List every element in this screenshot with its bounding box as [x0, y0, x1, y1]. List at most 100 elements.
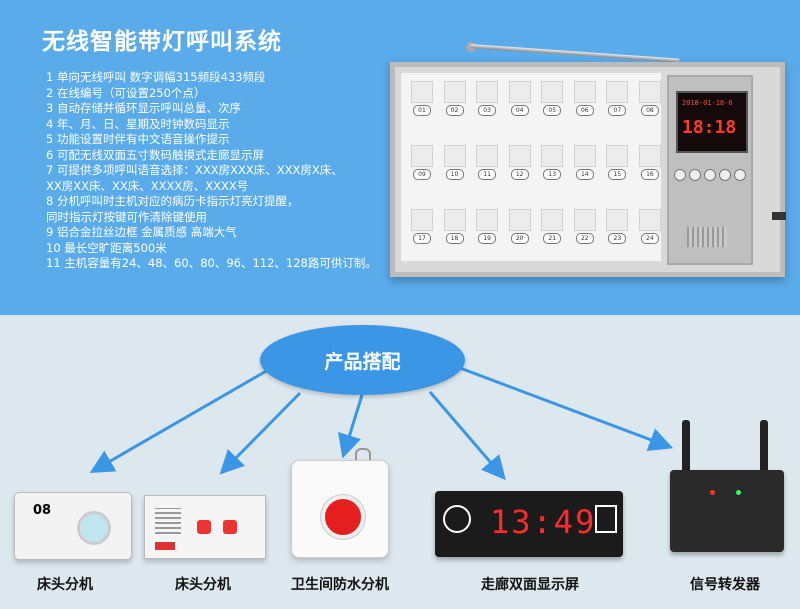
- bed-indicator-button[interactable]: 24: [640, 233, 659, 244]
- arrow-line: [459, 366, 674, 452]
- bed-indicator-button[interactable]: 04: [510, 105, 529, 116]
- antenna: [760, 420, 768, 480]
- bed-card: 20: [508, 209, 531, 249]
- section-bubble: 产品搭配: [260, 325, 465, 395]
- bed-card: 23: [606, 209, 629, 249]
- bed-card: 09: [411, 145, 433, 185]
- led-indicator: [736, 490, 741, 495]
- indicator-bar: [155, 542, 175, 550]
- feature-item: 1 单向无线呼叫 数字调幅315频段433频段: [46, 70, 266, 84]
- bed-indicator-button[interactable]: 18: [445, 233, 464, 244]
- card-slot: [443, 145, 466, 167]
- card-slot: [638, 145, 661, 167]
- bed-card: 19: [476, 209, 499, 249]
- bed-indicator-button[interactable]: 05: [543, 105, 562, 116]
- bed-number: 08: [33, 503, 52, 518]
- bed-card: 03: [476, 81, 499, 121]
- card-row: 09 10 11 12 13 14 15 16: [411, 145, 661, 185]
- bedside-unit-2: [144, 495, 266, 559]
- product-label: 走廊双面显示屏: [481, 577, 579, 593]
- product-label: 卫生间防水分机: [291, 577, 389, 593]
- bed-card: 07: [606, 81, 629, 121]
- bed-card: 22: [573, 209, 596, 249]
- call-button: [197, 520, 211, 534]
- signal-repeater: [670, 470, 784, 552]
- card-slot: [606, 209, 629, 231]
- arrow-line: [89, 368, 269, 474]
- key-button[interactable]: [689, 169, 701, 181]
- card-slot: [638, 81, 661, 103]
- bed-indicator-button[interactable]: 11: [478, 169, 497, 180]
- bed-card: 24: [638, 209, 661, 249]
- feature-item: 11 主机容量有24、48、60、80、96、112、128路可供订制。: [46, 256, 377, 270]
- corridor-display: 13:49: [435, 491, 623, 557]
- card-slot: [411, 145, 433, 167]
- card-slot: [443, 81, 466, 103]
- bed-indicator-button[interactable]: 01: [413, 105, 431, 116]
- pull-cord: [355, 448, 371, 464]
- bed-card: 11: [476, 145, 499, 185]
- feature-item: 9 铝合金拉丝边框 金属质感 高端大气: [46, 225, 237, 239]
- bed-card: 12: [508, 145, 531, 185]
- card-slot: [541, 81, 564, 103]
- bed-indicator-button[interactable]: 03: [478, 105, 497, 116]
- page-title: 无线智能带灯呼叫系统: [42, 29, 282, 55]
- key-button[interactable]: [734, 169, 746, 181]
- bed-indicator-button[interactable]: 10: [445, 169, 464, 180]
- call-button: [223, 520, 237, 534]
- arrow-line: [428, 391, 506, 481]
- card-area: 01 02 03 04 05 06 07 08 09 10 11 12 13 14 15 16 17 18 19 20…: [401, 73, 661, 261]
- feature-item: 5 功能设置时伴有中文语音操作提示: [46, 132, 230, 146]
- bed-indicator-button[interactable]: 16: [640, 169, 659, 180]
- bed-indicator-button[interactable]: 22: [575, 233, 594, 244]
- bed-indicator-button[interactable]: 12: [510, 169, 529, 180]
- bed-card: 15: [606, 145, 629, 185]
- bed-indicator-button[interactable]: 19: [478, 233, 497, 244]
- bed-card: 16: [638, 145, 661, 185]
- card-slot: [541, 209, 564, 231]
- bed-indicator-button[interactable]: 23: [608, 233, 627, 244]
- bed-card: 04: [508, 81, 531, 121]
- product-label: 床头分机: [37, 577, 93, 593]
- bed-indicator-button[interactable]: 14: [575, 169, 594, 180]
- card-slot: [411, 81, 433, 103]
- bed-card: 10: [443, 145, 466, 185]
- bed-card: 08: [638, 81, 661, 121]
- no-smoking-icon: [443, 505, 471, 533]
- key-button[interactable]: [674, 169, 686, 181]
- bed-card: 05: [541, 81, 564, 121]
- bed-indicator-button[interactable]: 21: [543, 233, 562, 244]
- arrow-line: [219, 391, 302, 475]
- bed-indicator-button[interactable]: 07: [608, 105, 627, 116]
- bedside-unit-1: 08: [14, 492, 132, 560]
- card-row: 01 02 03 04 05 06 07 08: [411, 81, 661, 121]
- bed-card: 17: [411, 209, 433, 249]
- lcd-screen: 2018-01-18-6 18:18: [676, 91, 748, 153]
- bed-indicator-button[interactable]: 20: [510, 233, 529, 244]
- speaker-icon: [155, 508, 181, 534]
- display-time: 13:49: [490, 503, 597, 541]
- key-button[interactable]: [719, 169, 731, 181]
- bed-indicator-button[interactable]: 13: [543, 169, 562, 180]
- card-slot: [573, 145, 596, 167]
- card-slot: [443, 209, 466, 231]
- card-slot: [606, 145, 629, 167]
- bed-card: 01: [411, 81, 433, 121]
- lcd-date: 2018-01-18-6: [682, 99, 733, 107]
- bed-indicator-button[interactable]: 02: [445, 105, 464, 116]
- bed-indicator-button[interactable]: 08: [640, 105, 659, 116]
- lcd-time: 18:18: [682, 117, 737, 138]
- bed-indicator-button[interactable]: 09: [413, 169, 431, 180]
- bed-indicator-button[interactable]: 17: [413, 233, 431, 244]
- bathroom-unit: [291, 460, 389, 558]
- bed-indicator-button[interactable]: 06: [575, 105, 594, 116]
- power-plug: [772, 212, 786, 220]
- feature-item: 2 在线编号（可设置250个点）: [46, 85, 206, 100]
- bed-indicator-button[interactable]: 15: [608, 169, 627, 180]
- key-button[interactable]: [704, 169, 716, 181]
- feature-item: 10 最长空旷距离500米: [46, 240, 167, 255]
- quiet-icon: [595, 505, 617, 533]
- feature-item: 7 可提供多项呼叫语音选择：XXX房XXX床、XXX房X床、: [46, 163, 343, 177]
